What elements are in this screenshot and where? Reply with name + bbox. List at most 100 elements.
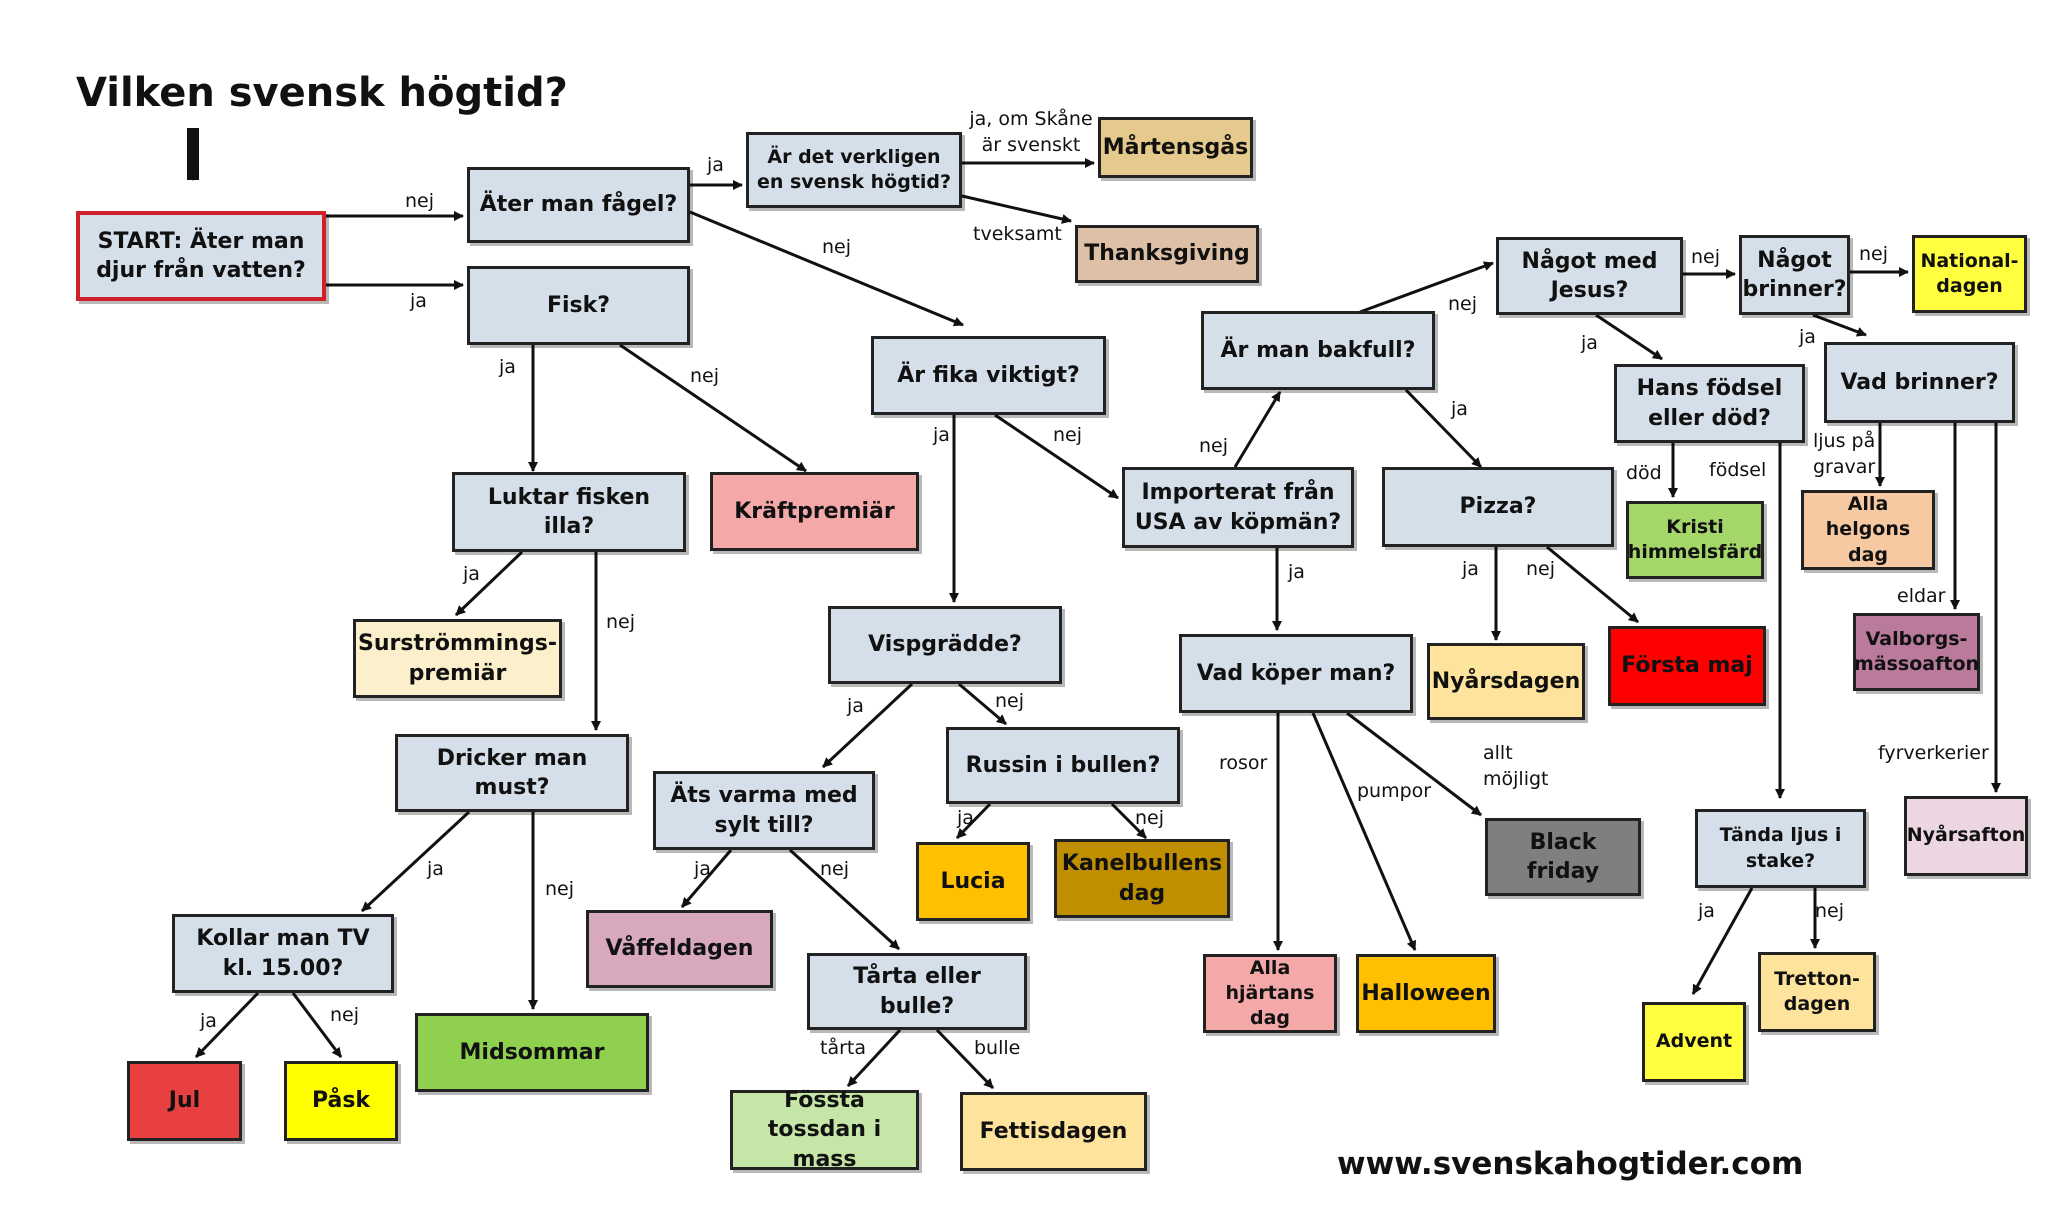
edge-fisk-nej [619,343,807,473]
label-must-ja: ja [427,858,444,880]
label-brinner-nej: nej [1859,243,1889,265]
node-black-friday: Black friday [1485,818,1641,896]
node-alla-helgons: Alla helgons dag [1801,490,1935,570]
edge-tv-ja [194,991,260,1059]
label-visp-ja: ja [847,695,864,717]
edge-bulle [935,1028,995,1090]
label-sylt-nej: nej [820,858,850,880]
edge-svensk-tveksamt [961,194,1072,224]
node-start: START: Äter man djur från vatten? [76,211,326,301]
node-fika: Är fika viktigt? [871,336,1106,415]
edge-luktar-ja [454,550,524,617]
node-trettondagen: Tretton-dagen [1758,952,1876,1032]
label-svensk-tveksamt: tveksamt [973,223,1062,245]
footer-url[interactable]: www.svenskahogtider.com [1337,1146,1804,1182]
label-jesus-nej: nej [1691,246,1721,268]
edge-visp-nej [958,682,1007,726]
edge-bakfull-ja [1404,388,1483,469]
node-nationaldagen: National-dagen [1912,235,2027,313]
label-fyrverkerier: fyrverkerier [1878,742,1989,764]
label-fagel-ja: ja [707,154,724,176]
label-fika-ja: ja [933,424,950,446]
node-nyarsafton: Nyårsafton [1904,796,2028,876]
label-ljus-pa-gravar: ljus på gravar [1813,430,1876,478]
label-tarta: tårta [820,1037,866,1059]
node-vaffeldagen: Våffeldagen [586,910,773,988]
edge-brinner-ja [1812,313,1867,337]
node-jul: Jul [127,1061,242,1141]
edge-must-ja [360,810,471,913]
node-pizza: Pizza? [1382,467,1614,547]
edge-sylt-ja [680,849,733,908]
node-importerat: Importerat från USA av köpmän? [1122,467,1354,548]
label-brinner-ja: ja [1799,326,1816,348]
node-midsommar: Midsommar [415,1013,649,1092]
node-valborg: Valborgs-mässoafton [1853,613,1980,691]
node-surstromming: Surströmmings-premiär [353,619,562,698]
label-tv-nej: nej [330,1004,360,1026]
label-russin-ja: ja [957,807,974,829]
label-pizza-nej: nej [1526,558,1556,580]
node-halloween: Halloween [1356,954,1496,1033]
edge-visp-ja [821,682,914,769]
node-vispgradde: Vispgrädde? [828,606,1062,684]
node-thanksgiving: Thanksgiving [1075,225,1259,283]
edge-russin-nej [1110,802,1148,840]
node-russin: Russin i bullen? [946,727,1180,804]
label-russin-nej: nej [1135,807,1165,829]
node-martensgas: Mårtensgås [1098,117,1253,178]
label-fodsel: födsel [1709,459,1767,481]
label-visp-nej: nej [995,690,1025,712]
label-tanda-ja: ja [1698,900,1715,922]
label-fika-nej: nej [1053,424,1083,446]
label-fisk-nej: nej [690,365,720,387]
label-must-nej: nej [545,878,575,900]
node-ater-fagel: Äter man fågel? [467,167,690,243]
edge-import-nej [1233,391,1282,468]
edge-sylt-nej [788,848,901,951]
node-brinner: Något brinner? [1739,235,1850,315]
node-kristi: Kristi himmelsfärd [1626,501,1764,579]
edge-tv-nej [291,992,343,1058]
label-pizza-ja: ja [1462,558,1479,580]
node-hans-fodsel: Hans födsel eller död? [1614,364,1805,443]
node-lucia: Lucia [916,842,1030,921]
node-must: Dricker man must? [395,734,629,812]
label-start-nej: nej [405,190,435,212]
edge-fagel-nej [689,210,964,327]
node-jesus: Något med Jesus? [1496,237,1683,315]
label-bakfull-ja: ja [1451,398,1468,420]
node-tanda-ljus: Tända ljus i stake? [1695,809,1866,888]
node-forsta-maj: Första maj [1608,626,1766,706]
label-fagel-nej: nej [822,236,852,258]
edge-jesus-ja [1595,313,1663,361]
label-dod: död [1626,462,1662,484]
node-kraftpremiar: Kräftpremiär [710,472,919,551]
label-rosor: rosor [1219,752,1268,774]
edge-fika-nej [994,413,1119,500]
node-advent: Advent [1642,1002,1746,1082]
label-pumpor: pumpor [1357,780,1432,802]
edge-allt-mojligt [1346,711,1482,817]
label-import-nej: nej [1199,435,1229,457]
node-fisk: Fisk? [467,266,690,345]
edge-pizza-nej [1546,545,1639,624]
label-bakfull-nej: nej [1448,293,1478,315]
label-tv-ja: ja [200,1010,217,1032]
label-import-ja: ja [1288,561,1305,583]
edge-bakfull-nej [1359,261,1494,314]
node-pask: Påsk [284,1061,398,1141]
page-title: Vilken svensk högtid? [76,70,568,116]
edge-russin-ja [955,802,992,840]
node-nyarsdagen: Nyårsdagen [1427,643,1585,720]
node-tarta-bulle: Tårta eller bulle? [807,953,1027,1030]
node-fossta: Fössta tossdan i mass [730,1088,919,1172]
label-fisk-ja: ja [499,356,516,378]
node-svensk-hogtid: Är det verkligen en svensk högtid? [746,132,962,208]
node-kanelbulle: Kanelbullens dag [1054,839,1230,918]
node-vad-brinner: Vad brinner? [1824,342,2015,423]
node-tv: Kollar man TV kl. 15.00? [172,914,394,993]
edge-tarta [846,1028,902,1088]
label-bulle: bulle [974,1037,1021,1059]
